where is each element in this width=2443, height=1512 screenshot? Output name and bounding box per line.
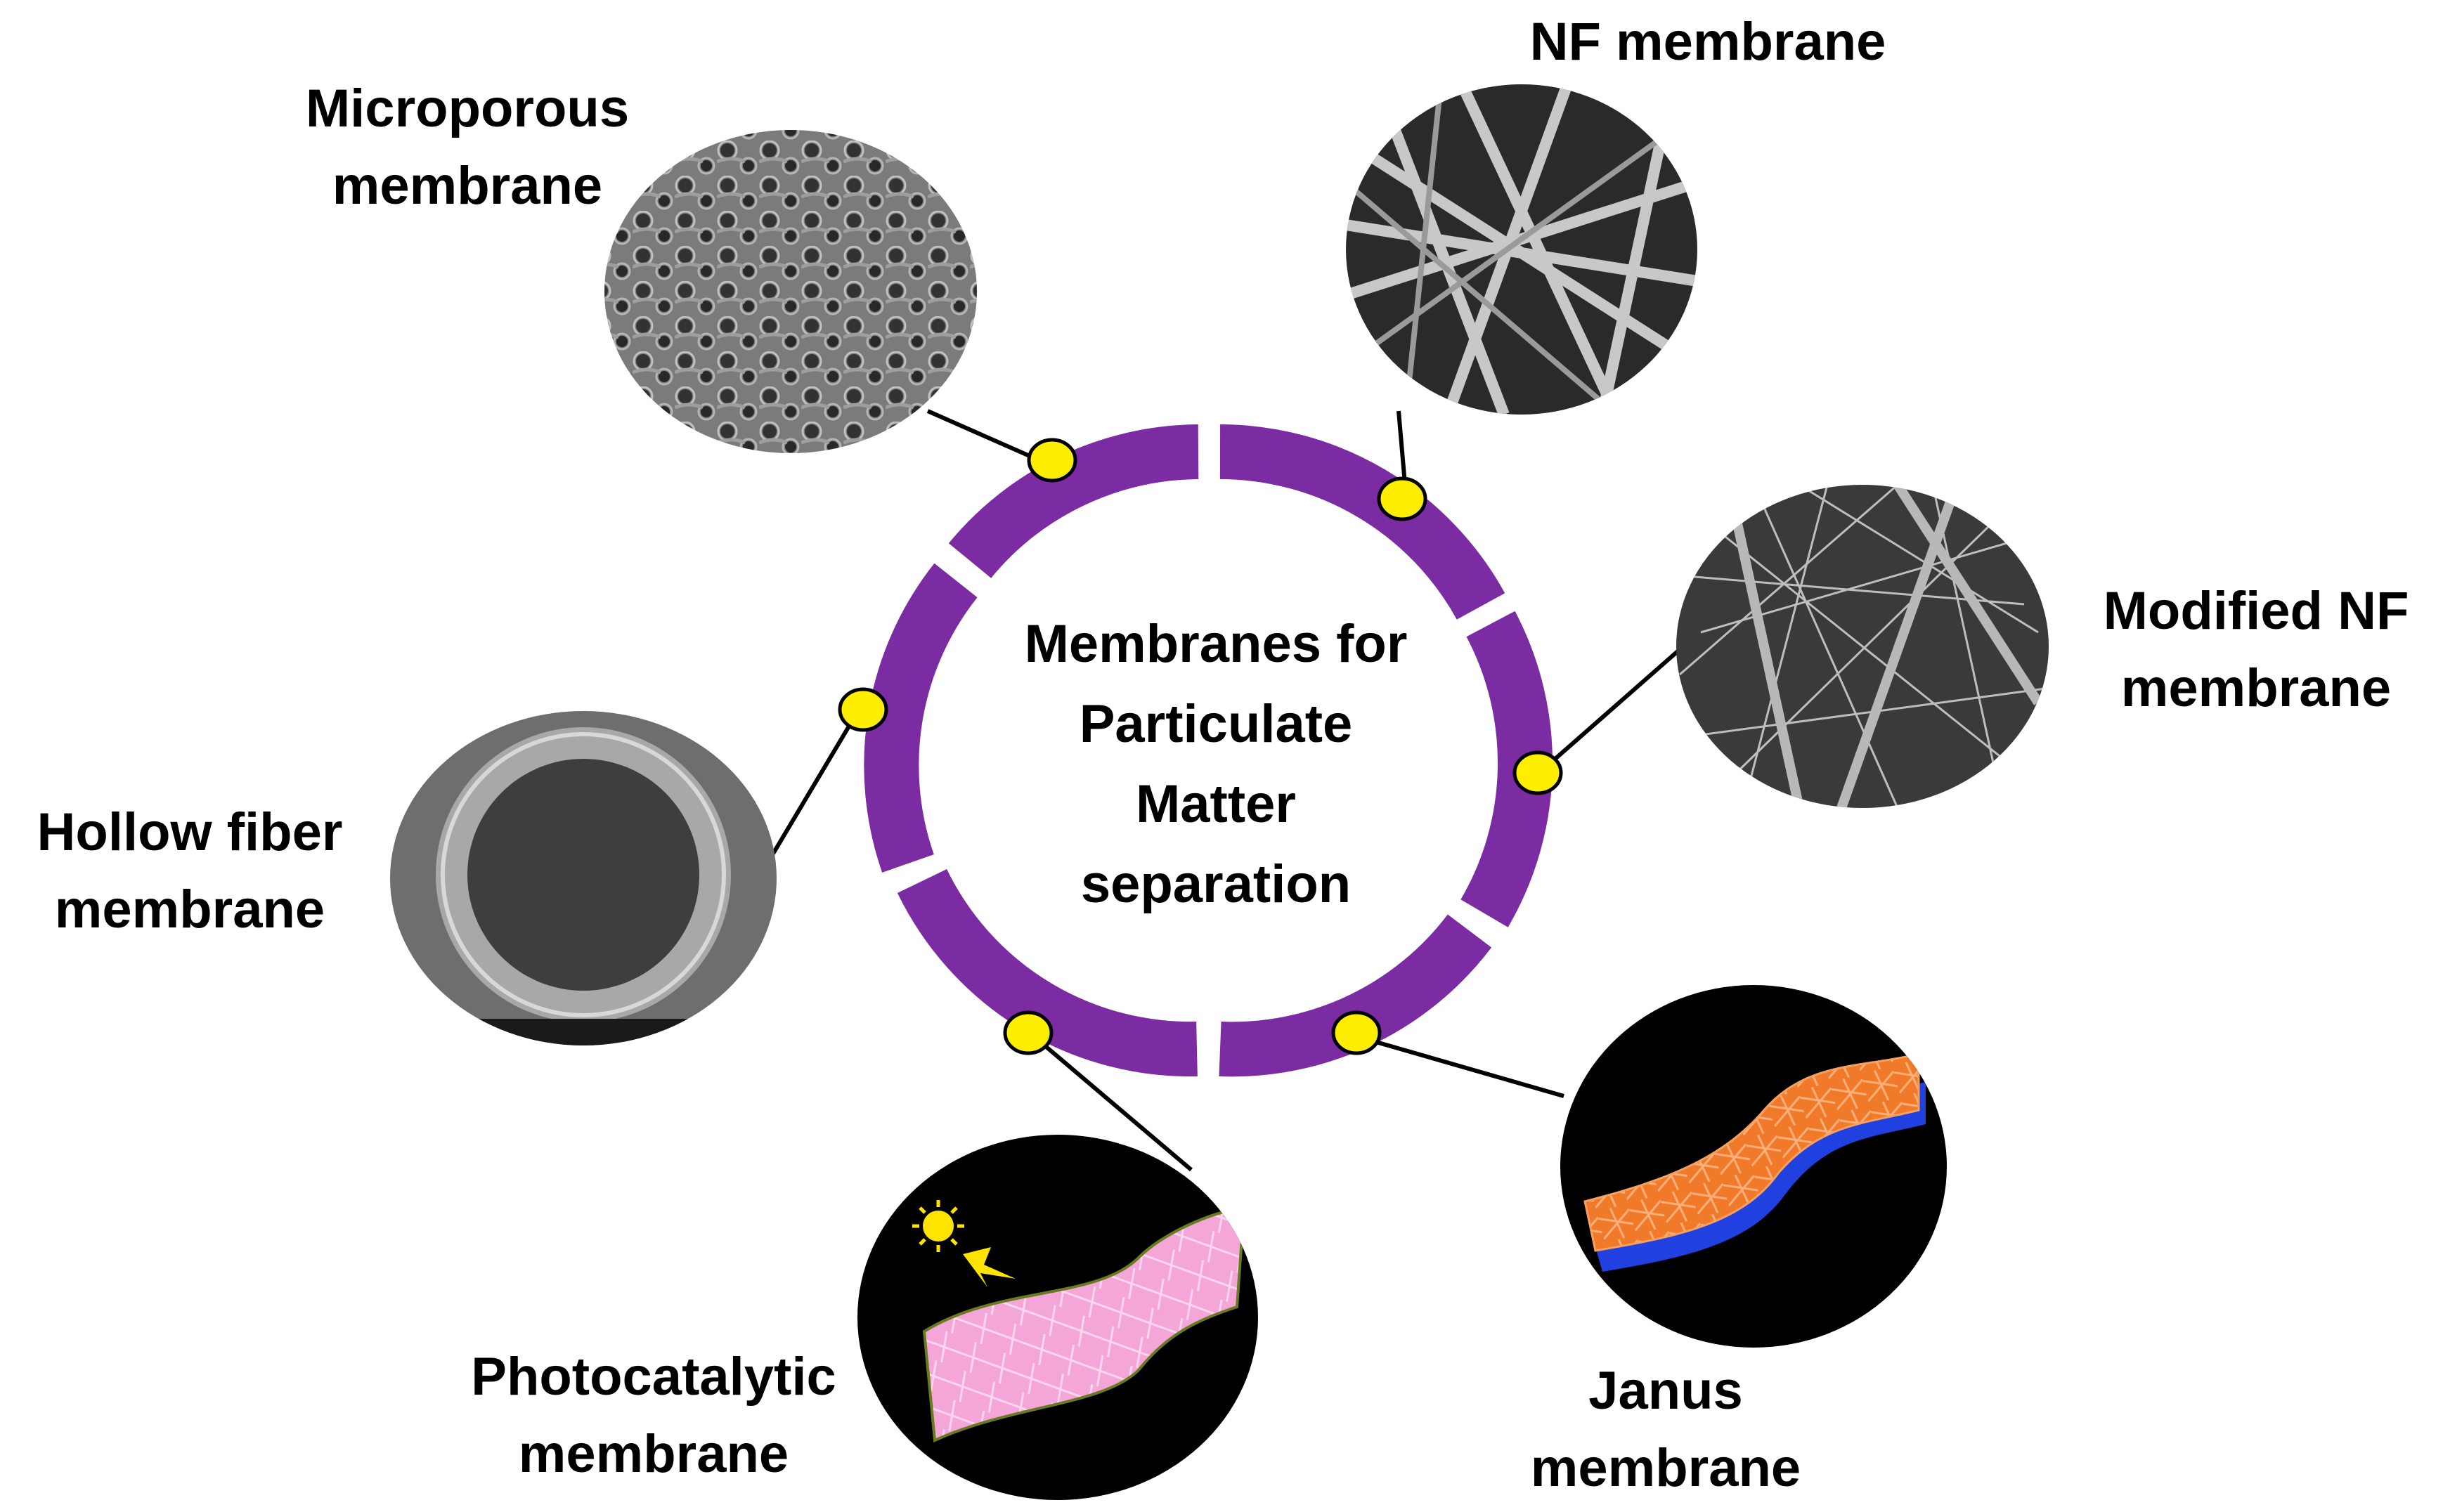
center-title-line: Membranes for xyxy=(1024,614,1408,674)
connector-microporous xyxy=(926,409,1049,466)
label-microporous-line2: membrane xyxy=(332,156,603,216)
label-photocatalytic: Photocatalytic membrane xyxy=(436,1338,871,1493)
connector-dots xyxy=(838,438,1563,1055)
label-nf: NF membrane xyxy=(1497,4,1919,81)
center-title-line: separation xyxy=(1080,854,1352,914)
connector-modified-nf xyxy=(1538,644,1685,775)
label-photocatalytic-line1: Photocatalytic xyxy=(471,1347,836,1407)
label-modified-nf-line2: membrane xyxy=(2120,658,2392,718)
label-photocatalytic-line2: membrane xyxy=(518,1424,789,1484)
ring-segment xyxy=(864,563,978,873)
label-hollow-fiber: Hollow fiber membrane xyxy=(0,794,380,949)
dot-modified-nf xyxy=(1512,750,1563,795)
label-hollow-fiber-line2: membrane xyxy=(54,880,325,939)
ring-segment xyxy=(1219,424,1505,620)
ring-segment xyxy=(948,424,1199,579)
label-hollow-fiber-line1: Hollow fiber xyxy=(37,802,343,862)
center-title-line: Matter xyxy=(1135,774,1297,834)
center-title: Membranes for Particulate Matter separat… xyxy=(907,604,1525,925)
label-nf-line1: NF membrane xyxy=(1529,12,1886,72)
label-modified-nf-line1: Modified NF xyxy=(2103,581,2409,641)
label-microporous-line1: Microporous xyxy=(305,79,630,138)
label-janus-line1: Janus xyxy=(1588,1361,1743,1421)
nf-sem-image xyxy=(1346,84,1697,415)
label-janus: Janus membrane xyxy=(1497,1353,1834,1507)
connector-hollow-fiber xyxy=(771,705,863,855)
dot-photocatalytic xyxy=(1003,1010,1054,1055)
label-microporous: Microporous membrane xyxy=(278,70,657,225)
dot-nf xyxy=(1377,476,1427,521)
center-title-line: Particulate xyxy=(1079,694,1353,754)
dot-janus xyxy=(1331,1010,1382,1055)
dot-hollow-fiber xyxy=(838,687,888,732)
ring-segment xyxy=(897,868,1198,1077)
hollow-fiber-sem-image xyxy=(390,711,777,1045)
photocatalytic-membrane-image xyxy=(857,1135,1258,1500)
connector-janus xyxy=(1356,1034,1564,1098)
sun-icon xyxy=(912,1200,964,1252)
janus-membrane-image xyxy=(1560,985,1947,1348)
dot-microporous xyxy=(1027,438,1077,483)
modified-nf-sem-image xyxy=(1676,485,2049,808)
label-modified-nf: Modified NF membrane xyxy=(2073,573,2439,727)
connector-lines xyxy=(771,409,1685,1172)
connector-photocatalytic xyxy=(1028,1031,1193,1172)
microporous-sem-image xyxy=(604,130,977,453)
label-janus-line2: membrane xyxy=(1530,1438,1801,1498)
lightning-icon xyxy=(963,1247,1016,1287)
